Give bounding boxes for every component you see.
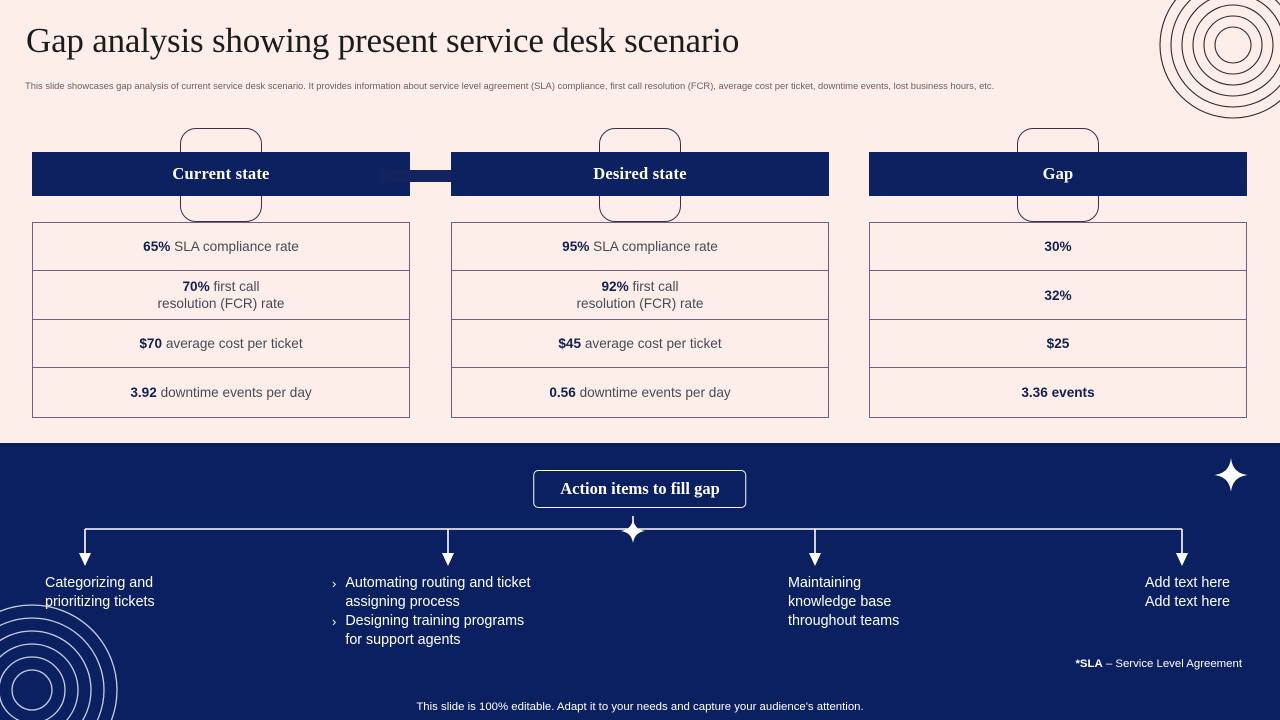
table-row: 30% [870, 223, 1246, 271]
action-item-1: Categorizing and prioritizing tickets [45, 574, 245, 612]
metric-value: 70% [182, 279, 210, 294]
action-item-line: Designing training programs [345, 613, 525, 629]
metric-value: 95% [562, 239, 590, 254]
page-title: Gap analysis showing present service des… [26, 21, 740, 60]
metrics-table-gap: 30% 32% $25 3.36 events [869, 222, 1247, 418]
metric-label: downtime events per day [160, 385, 312, 400]
table-row: $25 [870, 320, 1246, 368]
metric-value: 0.56 [549, 385, 576, 400]
action-item-line: knowledge base [788, 594, 892, 610]
metric-label: downtime events per day [579, 385, 731, 400]
top-light-panel: Gap analysis showing present service des… [25, 0, 1280, 418]
table-row: 92% first call resolution (FCR) rate [452, 271, 828, 320]
page-subtitle: This slide showcases gap analysis of cur… [25, 80, 995, 91]
column-header-desired: Desired state [451, 128, 829, 222]
metric-value: $70 [139, 336, 163, 351]
table-row: 3.92 downtime events per day [33, 368, 409, 417]
decorative-concentric-rings-top-right [1159, 0, 1280, 119]
header-bar-gap: Gap [869, 152, 1247, 196]
metric-value: 92% [601, 279, 629, 294]
sla-footnote-mark: *SLA [1075, 658, 1103, 670]
action-item-line: Add text here [1144, 594, 1230, 610]
column-header-gap: Gap [869, 128, 1247, 222]
metric-label: first call [632, 279, 679, 294]
header-bar-current: Current state [32, 152, 410, 196]
connector-tree-lines [79, 516, 1188, 566]
column-gap: Gap 30% 32% $25 3.36 events [869, 128, 1247, 418]
header-label-desired: Desired state [593, 164, 687, 183]
table-row: 0.56 downtime events per day [452, 368, 828, 417]
metric-label: events [1051, 385, 1095, 400]
sparkle-star-icon [1214, 458, 1248, 492]
column-desired-state: Desired state 95% SLA compliance rate 92… [451, 128, 829, 418]
action-item-line: throughout teams [788, 613, 900, 629]
sla-footnote: *SLA – Service Level Agreement [1075, 658, 1242, 670]
table-row: 95% SLA compliance rate [452, 223, 828, 271]
action-item-2: › Automating routing and ticket assignin… [332, 574, 592, 650]
chevron-right-icon: › [332, 614, 337, 629]
metric-label: SLA compliance rate [593, 239, 718, 254]
table-row: $70 average cost per ticket [33, 320, 409, 368]
metric-value: 65% [143, 239, 171, 254]
table-row: $45 average cost per ticket [452, 320, 828, 368]
table-row: 3.36 events [870, 368, 1246, 417]
metric-label-line2: resolution (FCR) rate [576, 296, 704, 311]
action-item-line: assigning process [345, 594, 460, 610]
action-item-4: Add text here Add text here [1000, 574, 1230, 612]
action-bullet: › Designing training programs for suppor… [332, 612, 592, 650]
right-arrow-icon [380, 162, 490, 190]
action-item-3: Maintaining knowledge base throughout te… [788, 574, 988, 631]
metric-value: 32% [1044, 287, 1072, 303]
action-item-line: Categorizing and [45, 575, 154, 591]
metric-value: 3.36 [1021, 385, 1048, 400]
table-row: 70% first call resolution (FCR) rate [33, 271, 409, 320]
metric-label-line2: resolution (FCR) rate [157, 296, 285, 311]
metric-value: 30% [1044, 239, 1072, 254]
metric-label: SLA compliance rate [174, 239, 299, 254]
bottom-navy-panel: Action items to fill gap Categorizing an… [0, 443, 1280, 720]
action-bullet: › Automating routing and ticket assignin… [332, 574, 592, 612]
metric-label: average cost per ticket [165, 336, 303, 351]
column-header-current: Current state [32, 128, 410, 222]
action-item-line: Maintaining [788, 575, 862, 591]
action-item-line: for support agents [345, 632, 461, 648]
metrics-table-desired: 95% SLA compliance rate 92% first call re… [451, 222, 829, 418]
metric-value: $45 [558, 336, 582, 351]
metric-label: first call [213, 279, 260, 294]
header-bar-desired: Desired state [451, 152, 829, 196]
action-items-title: Action items to fill gap [533, 470, 747, 508]
table-row: 32% [870, 271, 1246, 320]
metric-value: 3.92 [130, 385, 157, 400]
metric-label: average cost per ticket [584, 336, 722, 351]
action-item-line: prioritizing tickets [45, 594, 155, 610]
action-item-line: Automating routing and ticket [345, 575, 531, 591]
metrics-table-current: 65% SLA compliance rate 70% first call re… [32, 222, 410, 418]
header-label-gap: Gap [1042, 164, 1074, 183]
sla-footnote-text: – Service Level Agreement [1102, 658, 1242, 670]
header-label-current: Current state [172, 164, 270, 183]
footer-note: This slide is 100% editable. Adapt it to… [416, 701, 864, 713]
action-item-line: Add text here [1144, 575, 1230, 591]
table-row: 65% SLA compliance rate [33, 223, 409, 271]
chevron-right-icon: › [332, 576, 337, 591]
metric-value: $25 [1046, 336, 1070, 351]
column-current-state: Current state 65% SLA compliance rate 70… [32, 128, 410, 418]
